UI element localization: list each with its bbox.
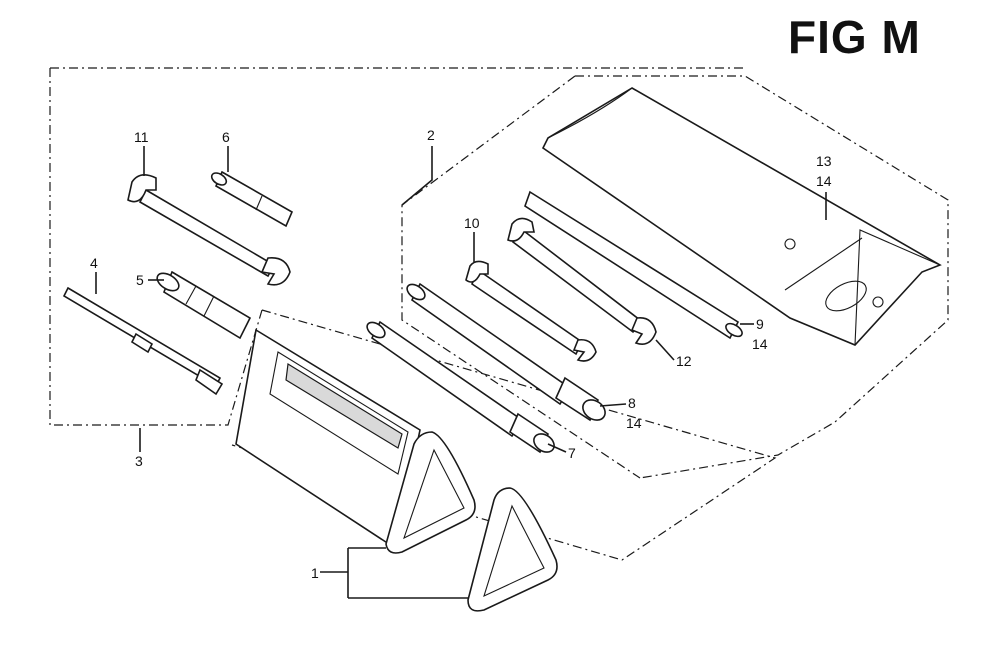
leader-1 [320, 547, 468, 599]
callout-13: 13 [816, 153, 832, 169]
callout-12: 12 [676, 353, 692, 369]
callout-9-qty: 14 [752, 336, 768, 352]
leader-7 [547, 443, 567, 453]
callout-13-qty: 14 [816, 173, 832, 189]
callout-1: 1 [311, 565, 319, 581]
tool-bag [541, 87, 942, 346]
callout-4: 4 [90, 255, 98, 271]
wrench-10 [465, 260, 597, 362]
leader-8 [599, 403, 627, 407]
callout-8: 8 [628, 395, 636, 411]
wrench-11 [127, 174, 291, 286]
figure-title: FIG M [788, 11, 921, 63]
box-wrench-7 [366, 320, 555, 454]
tool-rod [524, 190, 743, 340]
end-cap-front [467, 487, 558, 612]
box-wrench-8 [406, 282, 606, 422]
screwdriver-handle-5 [156, 270, 252, 340]
callout-10: 10 [464, 215, 480, 231]
callout-8-qty: 14 [626, 415, 642, 431]
callout-3: 3 [135, 453, 143, 469]
callout-2: 2 [427, 127, 435, 143]
leader-2 [401, 146, 433, 206]
screwdriver-shaft-4 [62, 286, 224, 396]
callout-11: 11 [134, 129, 149, 145]
tool-case-tray [235, 328, 421, 550]
end-cap-back [385, 431, 476, 554]
callout-9: 9 [756, 316, 764, 332]
wrench-12 [507, 217, 657, 345]
callout-7: 7 [568, 445, 576, 461]
group-2-boundary [401, 75, 949, 479]
group-kit-boundary [231, 309, 777, 561]
group-3-boundary [49, 67, 745, 426]
screwdriver-grip-6 [210, 170, 294, 228]
leader-12 [655, 339, 675, 361]
callout-5: 5 [136, 272, 144, 288]
callout-6: 6 [222, 129, 230, 145]
